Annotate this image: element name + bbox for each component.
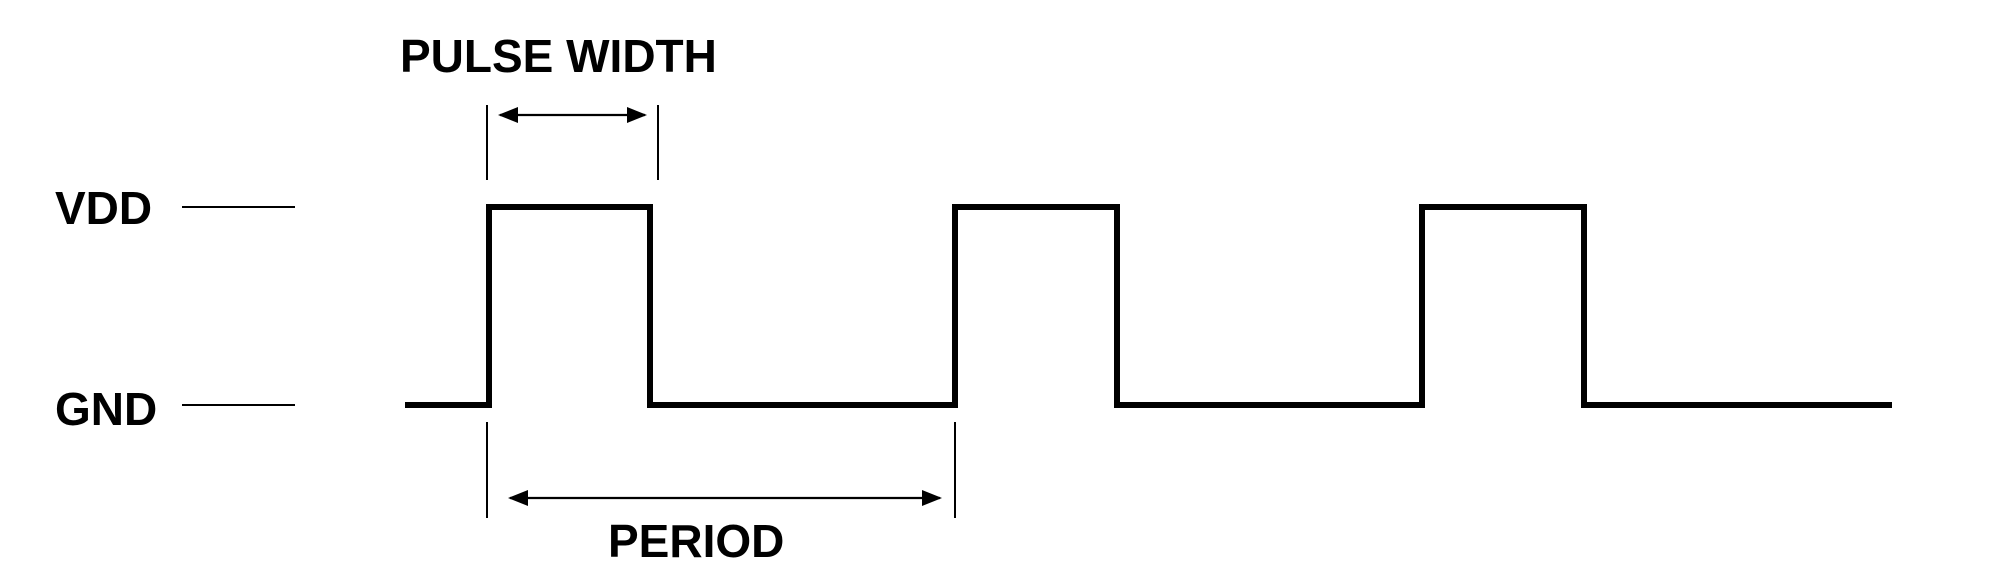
gnd-label: GND bbox=[55, 383, 157, 435]
pulse-width-label: PULSE WIDTH bbox=[400, 30, 717, 82]
period-label: PERIOD bbox=[608, 515, 784, 567]
pulse-width-arrow bbox=[498, 107, 647, 123]
period-arrow bbox=[508, 490, 942, 506]
square-wave bbox=[405, 204, 1892, 408]
vdd-label: VDD bbox=[55, 182, 152, 234]
